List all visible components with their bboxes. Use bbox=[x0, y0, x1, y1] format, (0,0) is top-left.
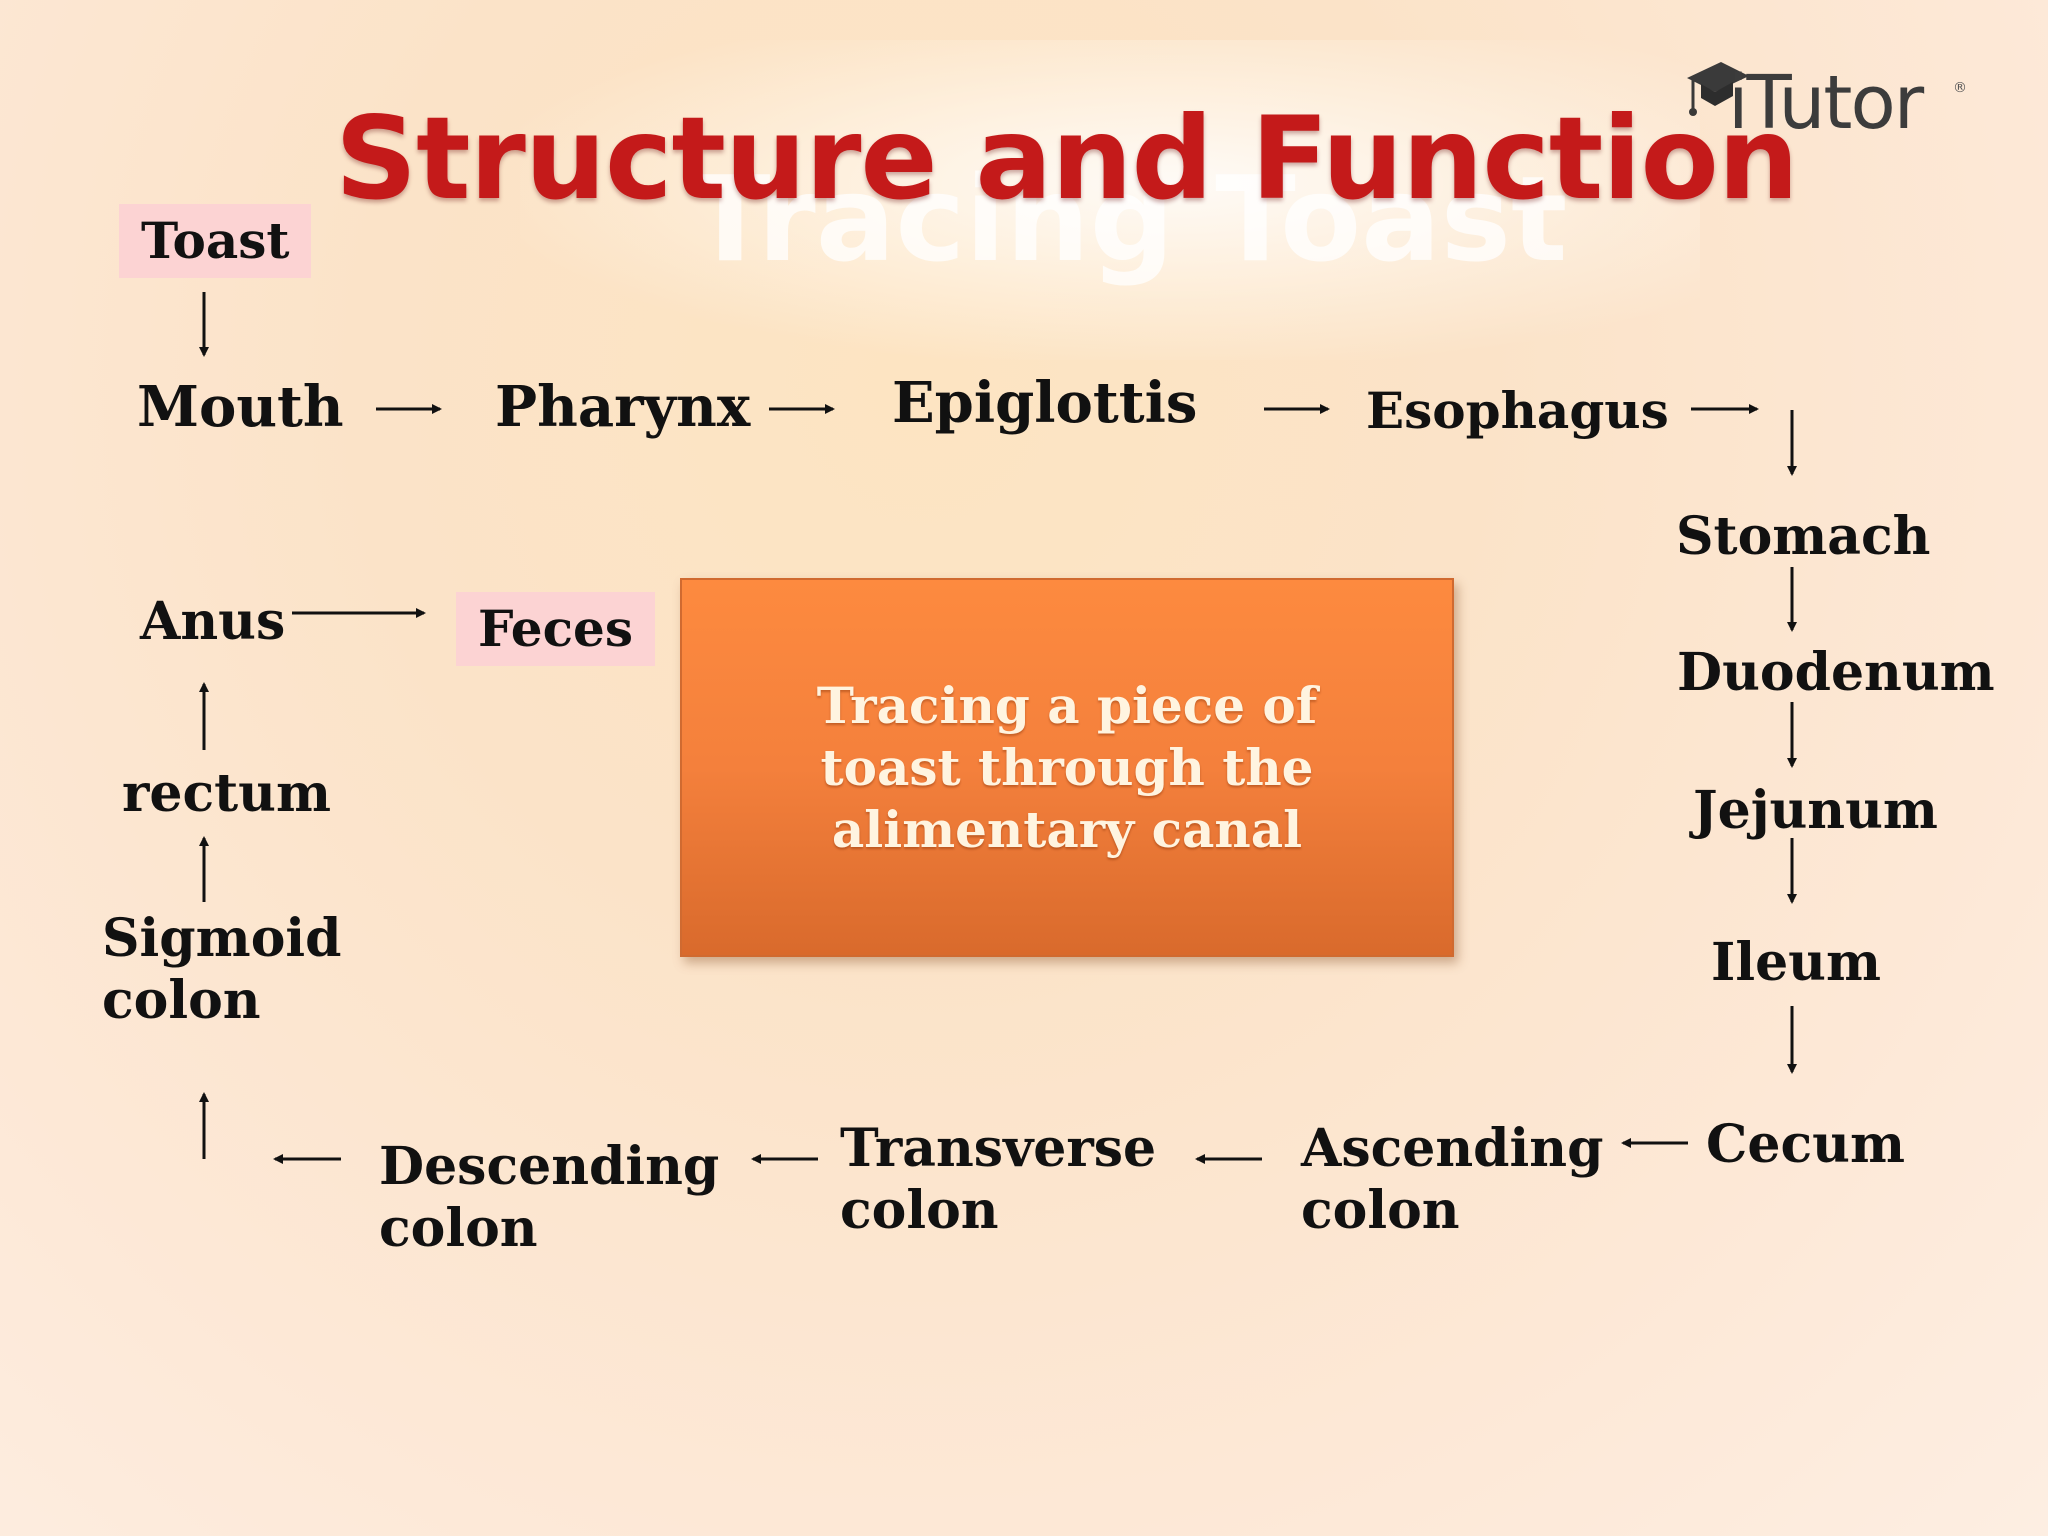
node-sigmoid-colon: Sigmoid colon bbox=[102, 908, 342, 1031]
node-cecum: Cecum bbox=[1706, 1114, 1905, 1175]
node-jejunum: Jejunum bbox=[1693, 780, 1938, 841]
node-esophagus: Esophagus bbox=[1366, 381, 1669, 440]
node-ileum: Ileum bbox=[1711, 932, 1881, 993]
node-rectum: rectum bbox=[122, 763, 331, 824]
node-ascending-colon: Ascending colon bbox=[1301, 1118, 1604, 1241]
summary-text: Tracing a piece of toast through the ali… bbox=[816, 675, 1318, 859]
itutor-logo: iTutor ® bbox=[1683, 52, 1968, 152]
title-glow bbox=[520, 40, 1700, 360]
logo-text: iTutor bbox=[1728, 60, 1924, 146]
summary-box: Tracing a piece of toast through the ali… bbox=[680, 578, 1454, 957]
ghost-title: Tracing Toast bbox=[690, 150, 1568, 288]
node-transverse-colon: Transverse colon bbox=[840, 1118, 1157, 1241]
node-pharynx: Pharynx bbox=[495, 374, 751, 440]
node-mouth: Mouth bbox=[137, 374, 344, 440]
graduation-cap-icon bbox=[1687, 62, 1749, 116]
logo-registered: ® bbox=[1953, 80, 1967, 96]
node-epiglottis: Epiglottis bbox=[892, 370, 1198, 436]
slide-title: Structure and Function bbox=[335, 92, 1799, 225]
node-feces: Feces bbox=[456, 592, 655, 666]
node-duodenum: Duodenum bbox=[1677, 642, 1995, 703]
node-toast: Toast bbox=[119, 204, 312, 278]
node-anus: Anus bbox=[140, 591, 286, 652]
node-stomach: Stomach bbox=[1676, 506, 1931, 567]
node-descending-colon: Descending colon bbox=[379, 1136, 720, 1259]
